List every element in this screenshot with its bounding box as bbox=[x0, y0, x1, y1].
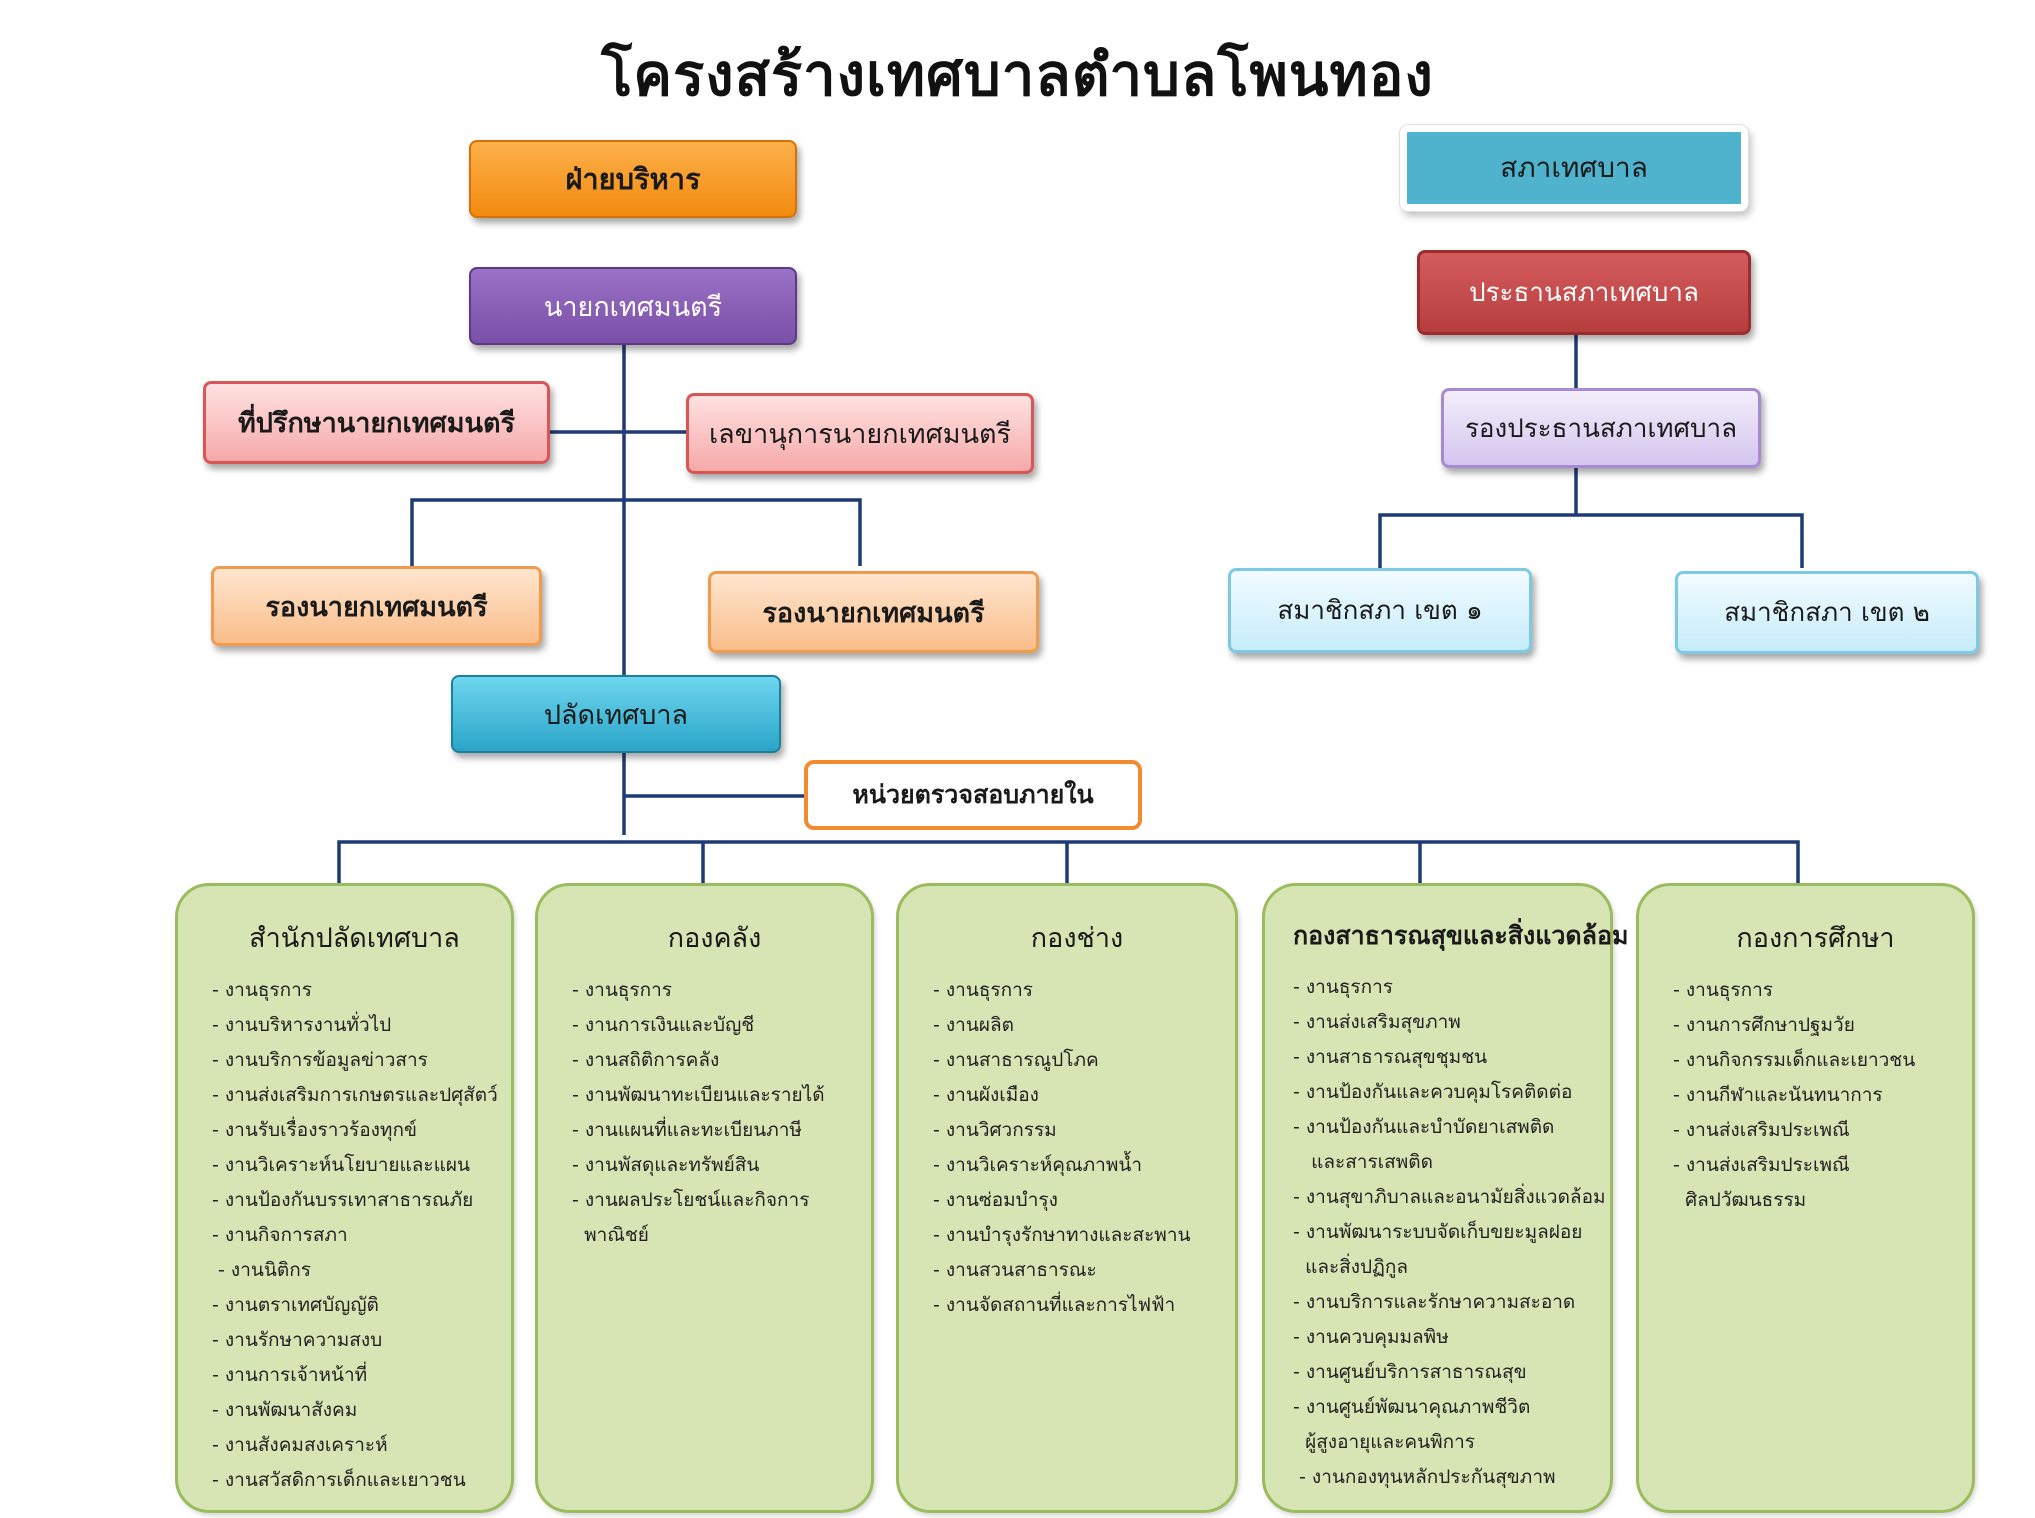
department-task-item: - งานป้องกันบรรเทาสาธารณภัย bbox=[212, 1189, 474, 1211]
department-task-item: - งานศูนย์บริการสาธารณสุข bbox=[1293, 1361, 1527, 1383]
department-task-item: และสิ่งปฏิกูล bbox=[1293, 1256, 1409, 1278]
department-title: กองคลัง bbox=[667, 923, 762, 954]
department-task-item: - งานกองทุนหลักประกันสุขภาพ bbox=[1293, 1466, 1556, 1488]
mayor-box: นายกเทศมนตรี bbox=[469, 267, 797, 345]
department-task-item: - งานพัฒนาทะเบียนและรายได้ bbox=[572, 1084, 825, 1106]
department-task-item: - งานการเจ้าหน้าที่ bbox=[212, 1364, 368, 1386]
council-vice-chair-box: รองประธานสภาเทศบาล bbox=[1441, 388, 1761, 468]
department-task-list: - งานธุรการ - งานส่งเสริมสุขภาพ - งานสาธาร… bbox=[1293, 970, 1606, 1495]
department-task-item: - งานจัดสถานที่และการไฟฟ้า bbox=[933, 1294, 1176, 1316]
department-task-item: - งานส่งเสริมประเพณี bbox=[1673, 1154, 1850, 1176]
department-task-item: - งานธุรการ bbox=[1293, 976, 1394, 998]
department-title: กองการศึกษา bbox=[1736, 923, 1895, 954]
department-task-list: - งานธุรการ - งานบริหารงานทั่วไป - งานบริก… bbox=[212, 973, 498, 1498]
department-title: กองช่าง bbox=[1030, 923, 1124, 954]
department-task-item: - งานกิจการสภา bbox=[212, 1224, 348, 1246]
department-task-item: - งานแผนที่และทะเบียนภาษี bbox=[572, 1119, 802, 1141]
department-task-item: - งานวิเคราะห์คุณภาพน้ำ bbox=[933, 1154, 1143, 1176]
department-task-item: - งานผังเมือง bbox=[933, 1084, 1039, 1106]
department-title: กองสาธารณสุขและสิ่งแวดล้อม bbox=[1293, 921, 1629, 950]
advisor-box: ที่ปรึกษานายกเทศมนตรี bbox=[203, 381, 550, 464]
department-task-item: - งานนิติกร bbox=[212, 1259, 311, 1281]
department-task-item: - งานสาธารณสุขชุมชน bbox=[1293, 1046, 1488, 1068]
department-box: กองสาธารณสุขและสิ่งแวดล้อม - งานธุรการ- … bbox=[1262, 883, 1629, 1513]
department-task-item: - งานส่งเสริมประเพณี bbox=[1673, 1119, 1850, 1141]
municipal-clerk-box: ปลัดเทศบาล bbox=[451, 675, 781, 753]
department-task-list: - งานธุรการ - งานผลิต - งานสาธารณูปโภค - งา… bbox=[933, 973, 1221, 1323]
department-task-item: พาณิชย์ bbox=[572, 1224, 649, 1246]
department-task-item: - งานบริการข้อมูลข่าวสาร bbox=[212, 1049, 428, 1071]
department-task-item: - งานศูนย์พัฒนาคุณภาพชีวิต bbox=[1293, 1396, 1531, 1418]
department-box: กองการศึกษา - งานธุรการ - งานการศึกษาปฐมว… bbox=[1636, 883, 1975, 1513]
department-task-item: - งานส่งเสริมสุขภาพ bbox=[1293, 1011, 1461, 1033]
council-members-bracket-line bbox=[1378, 513, 1804, 568]
department-task-item: - งานบริหารงานทั่วไป bbox=[212, 1014, 392, 1036]
department-task-item: - งานสังคมสงเคราะห์ bbox=[212, 1434, 388, 1456]
department-box: สำนักปลัดเทศบาล - งานธุรการ - งานบริหารงา… bbox=[175, 883, 514, 1513]
deputy-bracket-line bbox=[410, 498, 862, 566]
department-task-item: - งานธุรการ bbox=[572, 979, 673, 1001]
department-task-item: - งานสาธารณูปโภค bbox=[933, 1049, 1099, 1071]
council-header: สภาเทศบาล bbox=[1400, 125, 1748, 211]
department-task-item: - งานควบคุมมลพิษ bbox=[1293, 1326, 1449, 1348]
department-task-list: - งานธุรการ - งานการศึกษาปฐมวัย - งานกิจกร… bbox=[1673, 973, 1958, 1218]
department-task-item: - งานป้องกันและบำบัดยาเสพติด bbox=[1293, 1116, 1555, 1138]
executive-header: ฝ่ายบริหาร bbox=[469, 140, 797, 218]
department-task-item: - งานพัสดุและทรัพย์สิน bbox=[572, 1154, 760, 1176]
department-task-item: - งานสวนสาธารณะ bbox=[933, 1259, 1097, 1281]
department-task-item: และสารเสพติด bbox=[1293, 1151, 1433, 1173]
council-member-box-1: สมาชิกสภา เขต ๑ bbox=[1228, 568, 1532, 653]
department-task-item: - งานซ่อมบำรุง bbox=[933, 1189, 1058, 1211]
department-task-item: - งานกิจกรรมเด็กและเยาวชน bbox=[1673, 1049, 1916, 1071]
department-task-item: - งานธุรการ bbox=[933, 979, 1034, 1001]
department-task-item: - งานธุรการ bbox=[212, 979, 313, 1001]
page-title: โครงสร้างเทศบาลตำบลโพนทอง bbox=[601, 41, 1434, 109]
department-task-item: - งานการเงินและบัญชี bbox=[572, 1014, 755, 1036]
department-task-item: - งานรักษาความสงบ bbox=[212, 1329, 383, 1351]
department-task-item: - งานกีฬาและนันทนาการ bbox=[1673, 1084, 1883, 1106]
deputy-mayor-box-1: รองนายกเทศมนตรี bbox=[211, 566, 542, 646]
department-task-item: ศิลปวัฒนธรรม bbox=[1673, 1189, 1807, 1211]
department-task-item: ผู้สูงอายุและคนพิการ bbox=[1293, 1431, 1475, 1453]
council-member-box-2: สมาชิกสภา เขต ๒ bbox=[1675, 571, 1979, 654]
department-task-item: - งานป้องกันและควบคุมโรคติดต่อ bbox=[1293, 1081, 1573, 1103]
department-title: สำนักปลัดเทศบาล bbox=[249, 923, 460, 954]
department-box: กองช่าง - งานธุรการ - งานผลิต - งานสาธารณู… bbox=[896, 883, 1238, 1513]
department-task-item: - งานพัฒนาสังคม bbox=[212, 1399, 358, 1421]
department-task-item: - งานธุรการ bbox=[1673, 979, 1774, 1001]
department-box: กองคลัง - งานธุรการ- งานการเงินและบัญชี-… bbox=[535, 883, 874, 1513]
department-task-item: - งานการศึกษาปฐมวัย bbox=[1673, 1014, 1855, 1036]
deputy-mayor-box-2: รองนายกเทศมนตรี bbox=[708, 571, 1039, 653]
department-task-item: - งานสถิติการคลัง bbox=[572, 1049, 720, 1071]
department-task-item: - งานวิเคราะห์นโยบายและแผน bbox=[212, 1154, 470, 1176]
department-task-item: - งานบำรุงรักษาทางและสะพาน bbox=[933, 1224, 1191, 1246]
department-task-item: - งานวิศวกรรม bbox=[933, 1119, 1057, 1141]
department-task-item: - งานส่งเสริมการเกษตรและปศุสัตว์ bbox=[212, 1084, 498, 1106]
department-task-item: - งานผลิต bbox=[933, 1014, 1014, 1036]
department-task-list: - งานธุรการ - งานการเงินและบัญชี - งานสถิต… bbox=[572, 973, 857, 1253]
council-chair-box: ประธานสภาเทศบาล bbox=[1417, 250, 1751, 335]
department-task-item: - งานสุขาภิบาลและอนามัยสิ่งแวดล้อม bbox=[1293, 1186, 1606, 1208]
department-task-item: - งานพัฒนาระบบจัดเก็บขยะมูลฝอย bbox=[1293, 1221, 1583, 1243]
department-task-item: - งานบริการและรักษาความสะอาด bbox=[1293, 1291, 1576, 1313]
secretary-box: เลขานุการนายกเทศมนตรี bbox=[686, 393, 1034, 474]
department-task-item: - งานตราเทศบัญญัติ bbox=[212, 1294, 379, 1316]
internal-audit-box: หน่วยตรวจสอบภายใน bbox=[804, 760, 1142, 830]
department-task-item: - งานสวัสดิการเด็กและเยาวชน bbox=[212, 1469, 466, 1491]
department-task-item: - งานผลประโยชน์และกิจการ bbox=[572, 1189, 810, 1211]
department-task-item: - งานรับเรื่องราวร้องทุกข์ bbox=[212, 1119, 417, 1141]
